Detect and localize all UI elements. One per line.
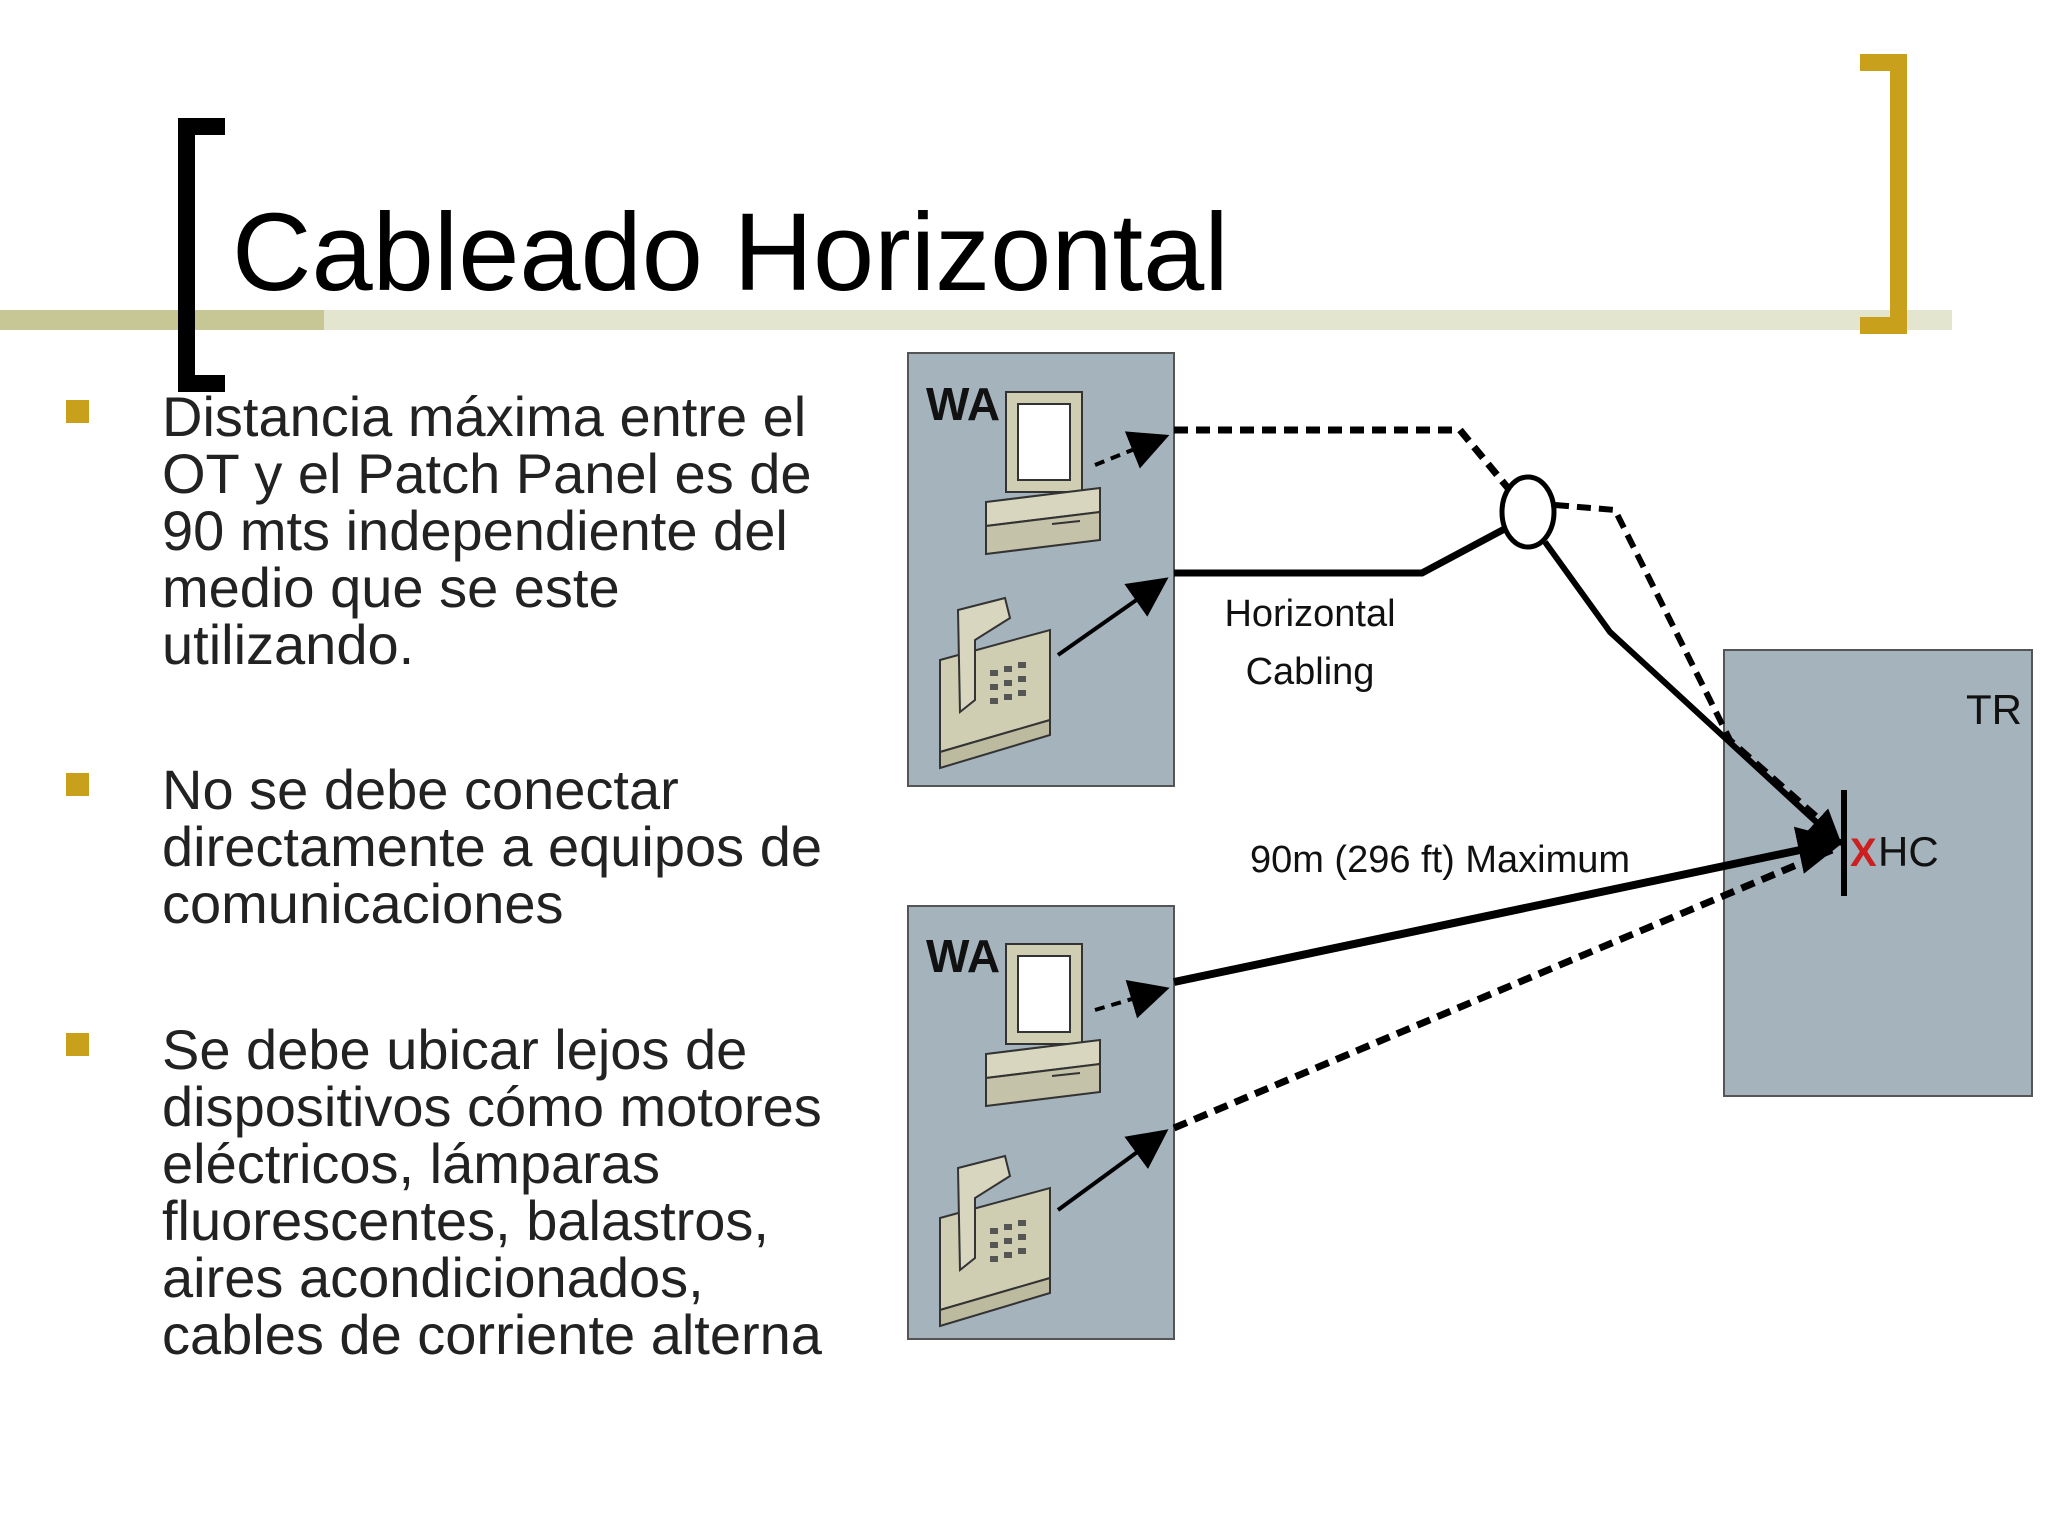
horizontal-cabling-label-line1: Horizontal [1224,593,1395,635]
bullet-text: Se debe ubicar lejos de dispositivos cóm… [162,1018,822,1366]
square-bullet-icon [66,1033,89,1056]
slide-title: Cableado Horizontal [232,191,1229,314]
consolidation-point [1499,474,1557,550]
telecom-room-box [1723,649,2033,1097]
dashed-cable-top [1174,426,1515,496]
dashed-cable-bottom [1172,846,1834,1132]
patch-cord-arrow [1094,431,1170,469]
square-bullet-icon [66,773,89,796]
patch-cord-arrow [1056,1129,1169,1212]
work-area-label-bottom: WA [926,930,1000,982]
title-rule-right [324,310,1952,330]
horizontal-cabling-label-line2: Cabling [1246,651,1375,693]
max-distance-label: 90m (296 ft) Maximum [1250,839,1630,881]
patch-cord-arrow [1056,577,1169,657]
bullet-text: Distancia máxima entre el OT y el Patch … [162,385,812,676]
solid-cable-top [1174,521,1514,577]
right-bracket-decoration [1860,54,1907,334]
computer-icon [985,391,1101,556]
square-bullet-icon [66,400,89,423]
computer-icon [985,943,1101,1108]
phone-icon [939,1154,1051,1328]
title-rule-left [0,310,324,330]
dashed-cable-to-hc [1554,502,1834,833]
phone-icon [939,596,1051,770]
hc-x-mark: X [1850,831,1877,875]
telecom-room-label: TR [1966,686,2022,733]
work-area-label-top: WA [926,378,1000,430]
patch-cord-arrow [1094,979,1170,1019]
solid-cable-bottom [1173,826,1846,986]
left-bracket-decoration [178,118,225,392]
solid-cable-to-hc [1542,540,1843,847]
bullet-text: No se debe conectar directamente a equip… [162,758,822,935]
hc-label: HC [1878,828,1939,875]
